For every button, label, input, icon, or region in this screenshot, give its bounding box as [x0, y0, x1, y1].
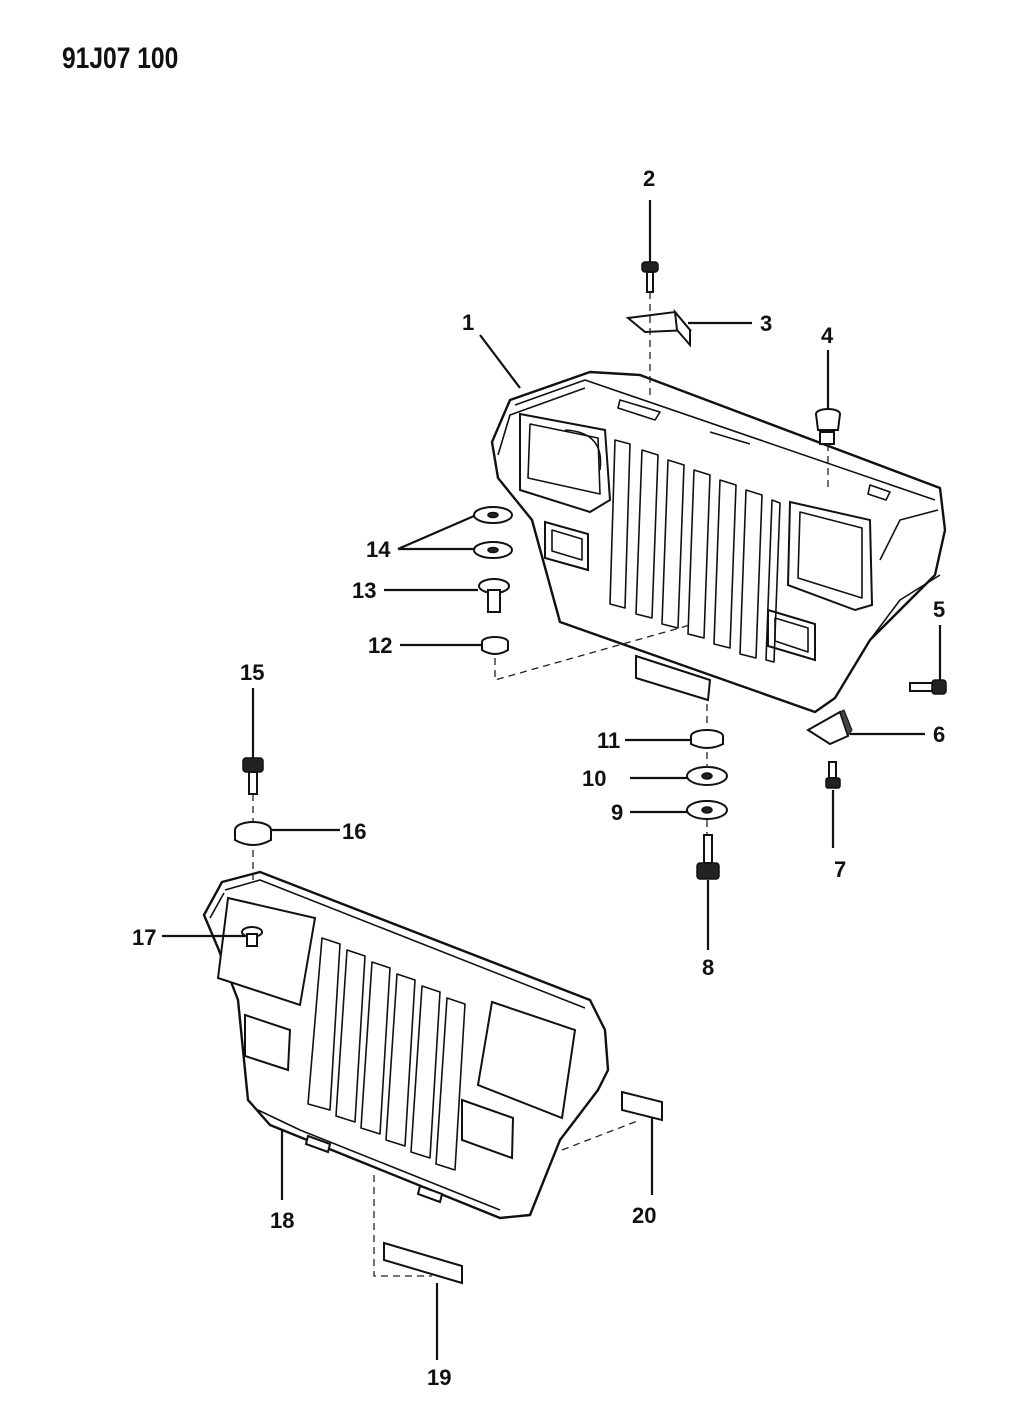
callout-10: 10: [582, 766, 606, 791]
callout-18: 18: [270, 1208, 294, 1233]
part-3-bracket: [625, 308, 693, 348]
callout-8: 8: [702, 955, 714, 980]
part-4-bumper: [815, 408, 841, 445]
part-20-strip: [621, 1090, 663, 1122]
callout-5: 5: [933, 597, 945, 622]
part-14-washers: [473, 506, 513, 559]
callout-15: 15: [240, 660, 264, 685]
callout-6: 6: [933, 722, 945, 747]
callout-16: 16: [342, 819, 366, 844]
part-6-pad: [806, 709, 853, 746]
part-16-spacer: [234, 821, 272, 846]
part-2-bolt: [641, 261, 659, 293]
callout-20: 20: [632, 1203, 656, 1228]
leader-lines: [162, 200, 942, 1360]
callout-12: 12: [368, 633, 392, 658]
part-17-pin: [241, 926, 263, 947]
callout-2: 2: [643, 166, 655, 191]
callout-19: 19: [427, 1365, 451, 1390]
callout-3: 3: [760, 311, 772, 336]
part-13-pin: [478, 578, 510, 613]
lower-grille-assembly: [202, 870, 610, 1220]
part-19-strip: [383, 1241, 463, 1285]
part-11-grommet: [690, 729, 724, 749]
callout-14: 14: [366, 537, 391, 562]
callout-11: 11: [597, 728, 620, 753]
part-10-washer: [686, 766, 728, 786]
callout-7: 7: [834, 857, 846, 882]
part-9-washer: [686, 800, 728, 820]
callout-labels: 1 2 3 4 5 6 7 8 9 10 11 12 13 14 15 16 1…: [132, 166, 945, 1390]
part-12-grommet: [481, 636, 509, 655]
part-8-bolt: [696, 834, 720, 880]
upper-grille-panel: [490, 370, 947, 714]
callout-9: 9: [611, 800, 623, 825]
callout-17: 17: [132, 925, 156, 950]
alignment-lines: [252, 292, 829, 1277]
callout-1: 1: [462, 310, 474, 335]
diagram-title: 91J07 100: [62, 42, 179, 75]
callout-4: 4: [821, 323, 834, 348]
part-5-screw: [909, 679, 947, 695]
part-15-bolt: [242, 757, 264, 795]
part-7-screw: [825, 761, 841, 789]
callout-13: 13: [352, 578, 376, 603]
